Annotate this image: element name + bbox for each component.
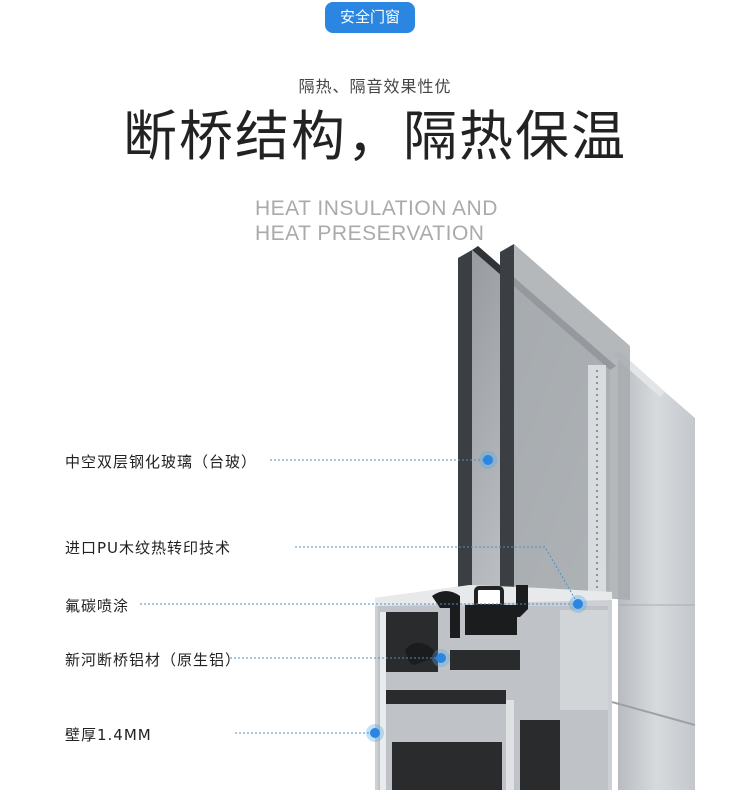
english-subtitle-line1: HEAT INSULATION AND [255,197,498,220]
callout-dots [366,451,587,742]
tagline: 隔热、隔音效果性优 [298,77,452,96]
callout-label-glass: 中空双层钢化玻璃（台玻） [65,453,258,471]
category-badge: 安全门窗 [325,2,415,33]
glass-spacer [588,365,606,605]
callout-label-fluorocarbon: 氟碳喷涂 [65,597,130,615]
rubber-gaskets [405,585,528,665]
callout-label-wall-thickness: 壁厚1.4MM [65,726,152,744]
headline: 断桥结构，隔热保温 [123,105,627,168]
frame-bottom-profile [375,585,612,790]
leader-line-pu [295,546,579,605]
callout-label-pu-wood-grain: 进口PU木纹热转印技术 [65,539,232,557]
english-subtitle-line2: HEAT PRESERVATION [255,222,485,245]
callout-label-aluminum: 新河断桥铝材（原生铝） [65,651,242,669]
